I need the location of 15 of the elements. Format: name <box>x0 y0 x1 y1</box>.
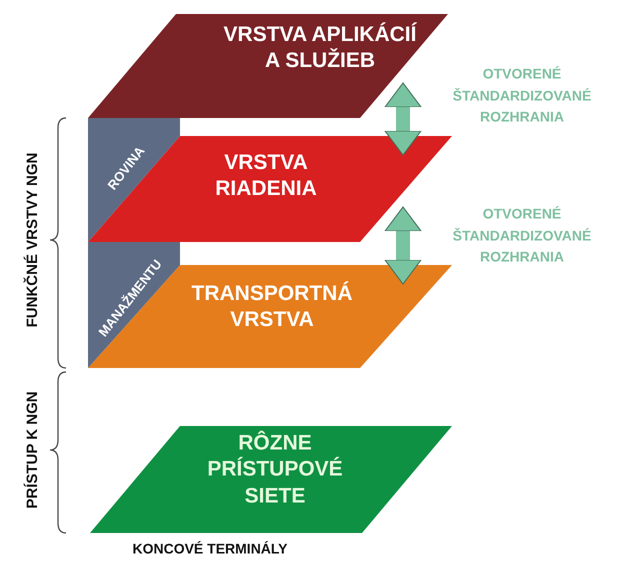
double-arrow <box>384 206 422 284</box>
edge-label: OTVORENÉ ŠTANDARDIZOVANÉ ROZHRANIA <box>452 204 592 267</box>
layer-label: VRSTVA APLIKÁCIÍ A SLUŽIEB <box>222 22 418 74</box>
side-label: FUNKČNÉ VRSTVY NGN <box>22 152 42 328</box>
layer-label: RÔZNE PRÍSTUPOVÉ SIETE <box>206 430 344 510</box>
layer-label: TRANSPORTNÁ VRSTVA <box>190 280 354 333</box>
layer-label: VRSTVA RIADENIA <box>214 150 318 202</box>
side-label: PRÍSTUP K NGN <box>22 391 42 509</box>
bottom-label: KONCOVÉ TERMINÁLY <box>132 540 288 558</box>
layer-parallelogram <box>88 136 452 242</box>
layer-parallelogram <box>90 426 452 533</box>
double-arrow <box>384 82 422 156</box>
edge-label: OTVORENÉ ŠTANDARDIZOVANÉ ROZHRANIA <box>452 64 592 127</box>
management-plane-band <box>88 118 180 368</box>
layer-parallelogram <box>88 14 448 118</box>
